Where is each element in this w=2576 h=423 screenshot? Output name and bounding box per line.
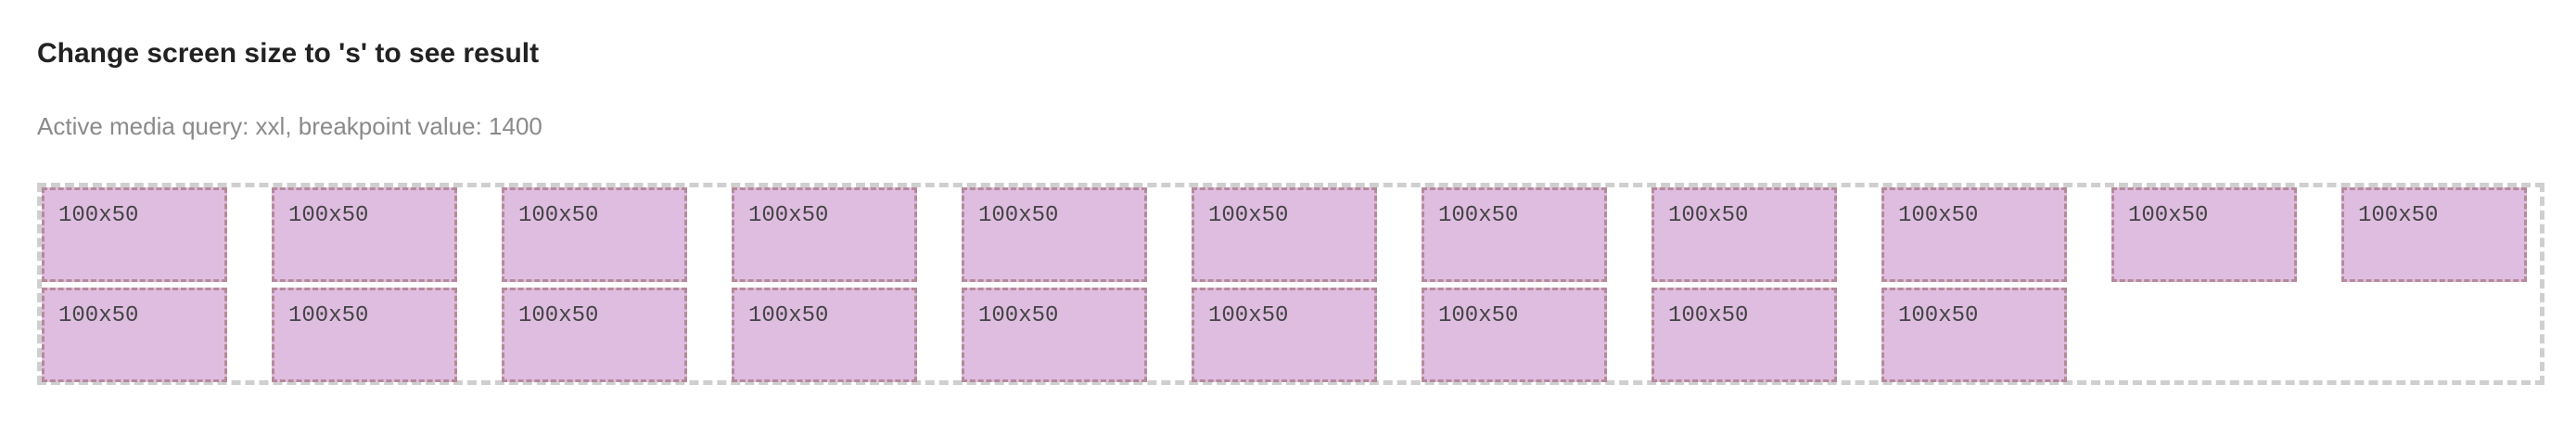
grid-box: 100x50 (1881, 288, 2067, 382)
grid-box: 100x50 (1651, 288, 1837, 382)
grid-box: 100x50 (1422, 187, 1607, 282)
grid-box: 100x50 (732, 288, 917, 382)
grid-box: 100x50 (42, 288, 227, 382)
media-query-info: Active media query: xxl, breakpoint valu… (37, 112, 542, 140)
grid-box: 100x50 (1422, 288, 1607, 382)
grid-box: 100x50 (42, 187, 227, 282)
grid-box: 100x50 (1651, 187, 1837, 282)
grid-box: 100x50 (2111, 187, 2297, 282)
flex-container: 100x50 100x50 100x50 100x50 100x50 100x5… (37, 183, 2544, 385)
grid-box: 100x50 (2341, 187, 2527, 282)
grid-box: 100x50 (732, 187, 917, 282)
grid-box: 100x50 (962, 288, 1147, 382)
grid-box: 100x50 (1881, 187, 2067, 282)
grid-box: 100x50 (1192, 187, 1377, 282)
grid-box: 100x50 (502, 187, 687, 282)
grid-box: 100x50 (272, 187, 457, 282)
grid-box: 100x50 (272, 288, 457, 382)
page-title: Change screen size to 's' to see result (37, 38, 540, 69)
grid-box: 100x50 (962, 187, 1147, 282)
grid-box: 100x50 (1192, 288, 1377, 382)
grid-box: 100x50 (502, 288, 687, 382)
